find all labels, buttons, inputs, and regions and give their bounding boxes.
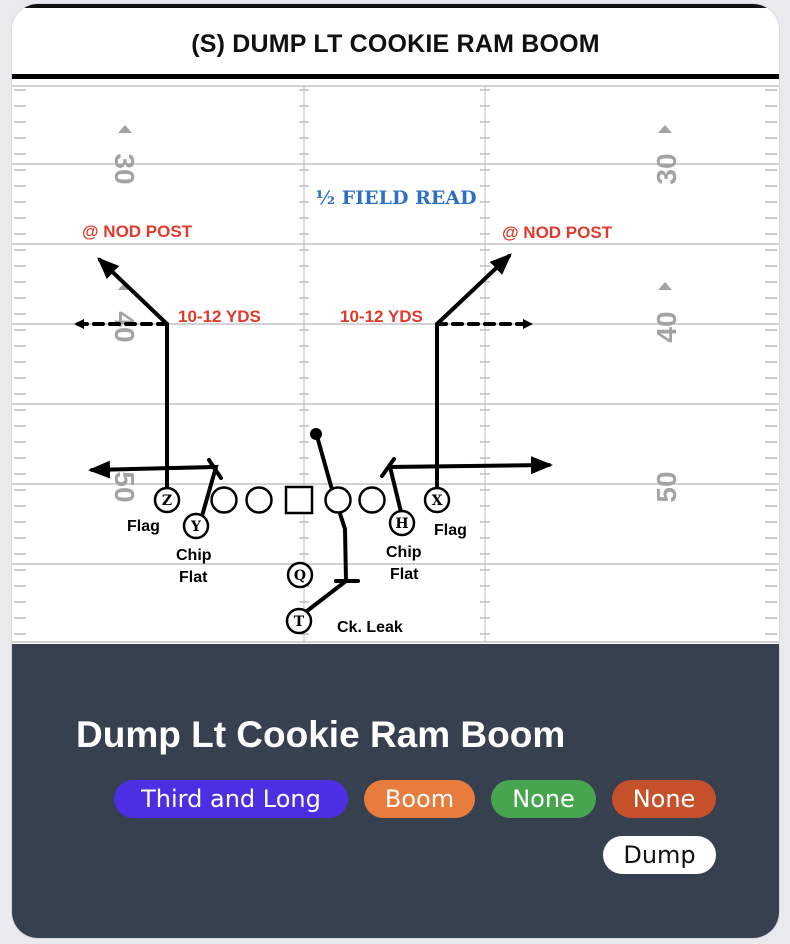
player-x-letter: X <box>432 493 443 509</box>
player-q-letter: Q <box>294 568 306 584</box>
yard-number-right-30: 30 <box>651 153 682 184</box>
z-assignment: Flag <box>127 518 160 535</box>
tag-family[interactable]: Dump <box>603 836 716 874</box>
yard-arrow-right-40 <box>658 282 672 290</box>
x-route <box>435 253 533 493</box>
center <box>284 485 314 515</box>
flat-routes <box>88 456 553 518</box>
h-assignment-1: Chip <box>386 544 422 561</box>
offensive-line <box>210 485 386 515</box>
yard-numbers: 30 40 50 30 40 50 <box>109 125 682 503</box>
field-read-label: ½ FIELD READ <box>315 187 476 209</box>
y-assignment-1: Chip <box>176 547 212 564</box>
yard-arrow-right-30 <box>658 125 672 133</box>
yard-arrow-left-30 <box>118 125 132 133</box>
right-depth-label: 10-12 YDS <box>340 307 423 326</box>
player-y-marker <box>182 512 210 540</box>
player-y-letter: Y <box>190 519 202 535</box>
right-post-label: @ NOD POST <box>502 223 613 242</box>
yard-number-left-40: 40 <box>109 311 140 342</box>
t-route <box>305 428 360 613</box>
yard-number-right-40: 40 <box>651 311 682 342</box>
h-assignment-2: Flat <box>390 566 419 583</box>
play-card[interactable]: 30 40 50 30 40 50 ½ FIELD READ @ NOD POS… <box>12 4 779 938</box>
t-assignment: Ck. Leak <box>337 619 403 636</box>
player-z-marker <box>153 486 181 514</box>
player-t-letter: T <box>294 614 305 630</box>
play-diagram: 30 40 50 30 40 50 ½ FIELD READ @ NOD POS… <box>12 80 779 644</box>
player-q-marker <box>286 561 314 589</box>
field-surface <box>12 80 779 644</box>
yard-number-left-30: 30 <box>109 153 140 184</box>
z-route <box>74 257 169 493</box>
diagram-title: (S) DUMP LT COOKIE RAM BOOM <box>191 30 600 58</box>
player-z-letter: Z <box>162 493 172 509</box>
header-divider <box>12 74 779 79</box>
lineman-rt <box>358 486 386 514</box>
player-h-letter: H <box>395 516 408 532</box>
tag-concept[interactable]: Boom <box>364 780 475 818</box>
lineman-lg <box>245 486 273 514</box>
player-h-marker <box>388 509 416 537</box>
y-assignment-2: Flat <box>179 569 208 586</box>
diagram-header: (S) DUMP LT COOKIE RAM BOOM <box>12 4 779 74</box>
play-name: Dump Lt Cookie Ram Boom <box>76 714 566 755</box>
tag-rust[interactable]: None <box>612 780 716 818</box>
left-post-label: @ NOD POST <box>82 222 193 241</box>
card-footer: Dump Lt Cookie Ram Boom Third and Long B… <box>12 644 779 938</box>
player-x-marker <box>423 486 451 514</box>
tag-green[interactable]: None <box>491 780 596 818</box>
player-t-marker <box>285 607 313 635</box>
x-assignment: Flag <box>434 522 467 539</box>
lineman-lt <box>210 486 238 514</box>
left-depth-label: 10-12 YDS <box>178 307 261 326</box>
tag-down-distance[interactable]: Third and Long <box>114 780 348 818</box>
yard-number-left-50: 50 <box>109 471 140 502</box>
yard-number-right-50: 50 <box>651 471 682 502</box>
lineman-rg <box>324 486 352 514</box>
